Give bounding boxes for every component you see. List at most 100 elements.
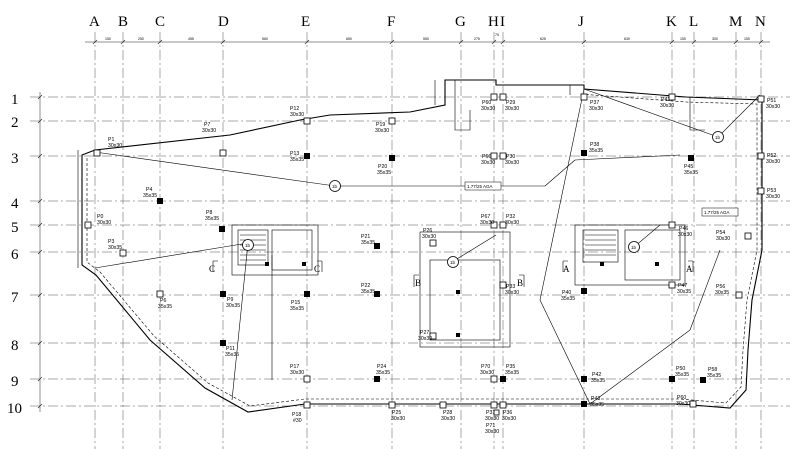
column-size: 30x30 bbox=[502, 416, 516, 422]
section-mark: A bbox=[686, 264, 693, 274]
column-label: P50 bbox=[676, 366, 685, 372]
column-label: P0 bbox=[97, 214, 103, 220]
column-size: 30x30 bbox=[505, 160, 519, 166]
column-size: 30x30 bbox=[660, 103, 674, 109]
dim-label: 250 bbox=[138, 37, 144, 41]
level-mark-box bbox=[701, 207, 739, 217]
column-marker bbox=[500, 376, 506, 382]
column-size: 30x30 bbox=[202, 128, 216, 134]
column-size: 30x30 bbox=[480, 220, 494, 226]
circle-mark bbox=[329, 180, 341, 192]
axis-label-4: 4 bbox=[11, 196, 19, 212]
circle-mark-label: 1b bbox=[332, 184, 338, 189]
column-label: P32 bbox=[506, 214, 515, 220]
circle-mark-label: 1b bbox=[245, 243, 251, 248]
column-size: 35x35 bbox=[143, 193, 157, 199]
axis-label-6: 6 bbox=[11, 247, 19, 263]
dim-label: 630 bbox=[624, 37, 630, 41]
section-mark: C bbox=[209, 264, 215, 274]
column-size: 30x30 bbox=[422, 234, 436, 240]
column-size: #30 bbox=[293, 418, 302, 424]
column-label: P38 bbox=[590, 142, 599, 148]
column-marker bbox=[669, 376, 675, 382]
column-size: 30x30 bbox=[481, 106, 495, 112]
column-marker bbox=[581, 150, 587, 156]
column-size: 35x35 bbox=[361, 240, 375, 246]
column-marker bbox=[374, 243, 380, 249]
column-marker bbox=[219, 149, 227, 157]
column-label: P15 bbox=[291, 300, 300, 306]
columns: P1 30x30 P4 35x35 P0 30x30 P3 30x35 P7 3… bbox=[84, 93, 780, 435]
column-size: 35x35 bbox=[707, 373, 721, 379]
column-marker bbox=[84, 221, 92, 229]
column-size: 30x30 bbox=[485, 429, 499, 435]
circle-mark bbox=[712, 131, 724, 143]
axis-label-A: A bbox=[89, 14, 100, 30]
column-marker bbox=[757, 152, 765, 160]
column-size: 35x35 bbox=[505, 370, 519, 376]
column-label: P6 bbox=[160, 298, 166, 304]
column-marker bbox=[374, 291, 380, 297]
circle-marks: 1b 1b 1b 1b 1b bbox=[242, 131, 724, 268]
column-size: 30x30 bbox=[676, 401, 690, 407]
axis-label-10: 10 bbox=[7, 401, 22, 417]
column-marker bbox=[157, 198, 163, 204]
axis-label-3: 3 bbox=[11, 151, 19, 167]
column-label: P11 bbox=[226, 346, 235, 352]
column-marker bbox=[388, 401, 396, 409]
column-marker bbox=[374, 376, 380, 382]
column-marker bbox=[304, 153, 310, 159]
column-label: P25 bbox=[392, 410, 401, 416]
circle-mark bbox=[242, 239, 254, 251]
dim-label: 550 bbox=[423, 37, 429, 41]
column-marker bbox=[668, 281, 676, 289]
column-size: 30x30 bbox=[766, 159, 780, 165]
axis-label-B: B bbox=[118, 14, 128, 30]
column-marker bbox=[493, 409, 500, 416]
column-label: P9 bbox=[227, 297, 233, 303]
column-size: 30x30 bbox=[480, 370, 494, 376]
dim-label: 150 bbox=[744, 37, 750, 41]
column-label: P33 bbox=[506, 284, 515, 290]
column-label: P21 bbox=[361, 234, 370, 240]
column-label: P42 bbox=[592, 372, 601, 378]
axis-label-7: 7 bbox=[11, 290, 19, 306]
top-dimension-chain: 150 250 455 560 650 550 275 75 625 630 1… bbox=[85, 33, 770, 45]
column-label: P70 bbox=[481, 364, 490, 370]
column-marker bbox=[499, 401, 507, 409]
section-marks: C C B B A A bbox=[209, 260, 694, 288]
column-size: 30x30 bbox=[441, 416, 455, 422]
column-label: P71 bbox=[486, 423, 495, 429]
circle-mark-label: 1b bbox=[631, 245, 637, 250]
column-label: P67 bbox=[481, 214, 490, 220]
column-label: P24 bbox=[377, 364, 386, 370]
axis-label-F: F bbox=[387, 14, 395, 30]
column-size: 30x30 bbox=[375, 128, 389, 134]
axis-label-C: C bbox=[155, 14, 165, 30]
column-label: P51 bbox=[767, 98, 776, 104]
column-label: P66 bbox=[482, 154, 491, 160]
column-label: P60 bbox=[677, 395, 686, 401]
column-marker bbox=[490, 221, 498, 229]
core-boxes bbox=[231, 224, 686, 348]
dim-label: 625 bbox=[540, 37, 546, 41]
axis-label-J: J bbox=[578, 14, 584, 30]
column-label: P13 bbox=[290, 151, 299, 157]
dim-label: 300 bbox=[712, 37, 718, 41]
building-outline bbox=[77, 79, 763, 413]
column-label: P54 bbox=[716, 230, 725, 236]
column-marker bbox=[429, 239, 437, 247]
horizontal-grid-lines bbox=[30, 96, 790, 407]
column-label: P53 bbox=[767, 188, 776, 194]
column-marker bbox=[700, 377, 706, 383]
column-label: P17 bbox=[290, 364, 299, 370]
column-label: P3 bbox=[108, 239, 114, 245]
column-size: 30x30 bbox=[766, 194, 780, 200]
column-size: 30x30 bbox=[589, 106, 603, 112]
column-label: P31 bbox=[486, 410, 495, 416]
column-size: 35x35 bbox=[590, 402, 604, 408]
column-label: P7 bbox=[204, 122, 210, 128]
column-label: P1 bbox=[108, 137, 114, 143]
column-marker bbox=[735, 291, 743, 299]
